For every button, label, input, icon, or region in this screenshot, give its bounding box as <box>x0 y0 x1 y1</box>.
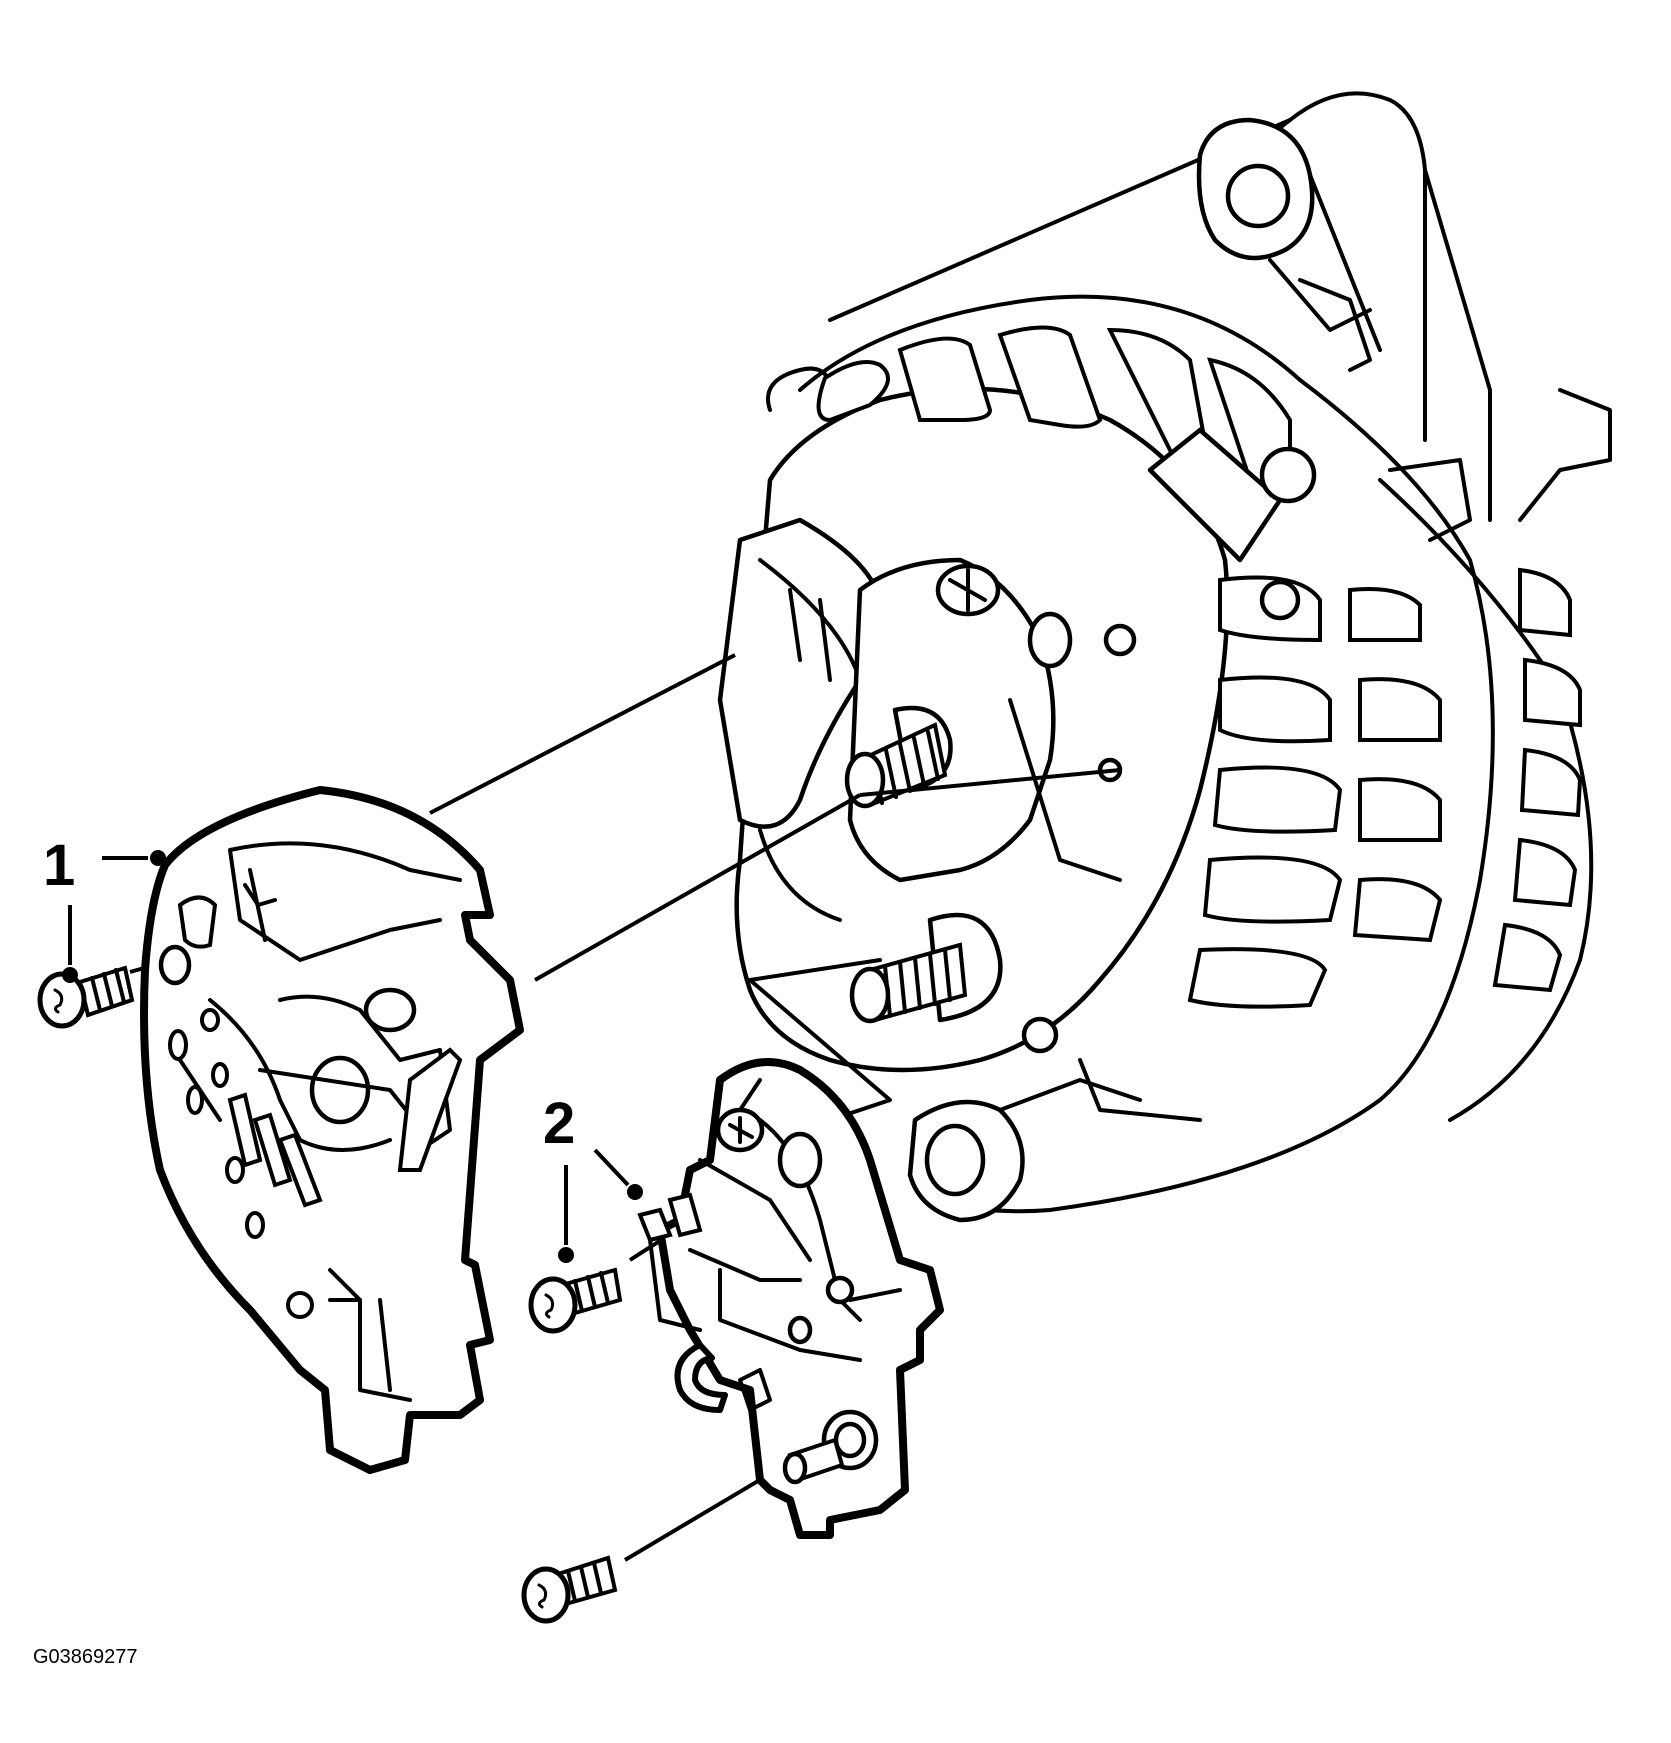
regulator-screw-lower <box>521 1555 618 1624</box>
callout-2: 2 <box>543 1091 643 1263</box>
callout-2-label: 2 <box>543 1091 575 1156</box>
callout-1: 1 <box>43 833 166 983</box>
voltage-regulator <box>637 1058 944 1539</box>
alternator-housing <box>717 91 1612 1223</box>
regulator-screw-upper <box>528 1267 623 1334</box>
lower-threaded-stud <box>849 942 968 1024</box>
figure-id-label: G03869277 <box>33 1646 138 1668</box>
cap-screw <box>37 965 135 1029</box>
protective-cap <box>140 786 524 1474</box>
upper-threaded-stud <box>844 722 948 809</box>
callout-1-label: 1 <box>43 833 75 898</box>
